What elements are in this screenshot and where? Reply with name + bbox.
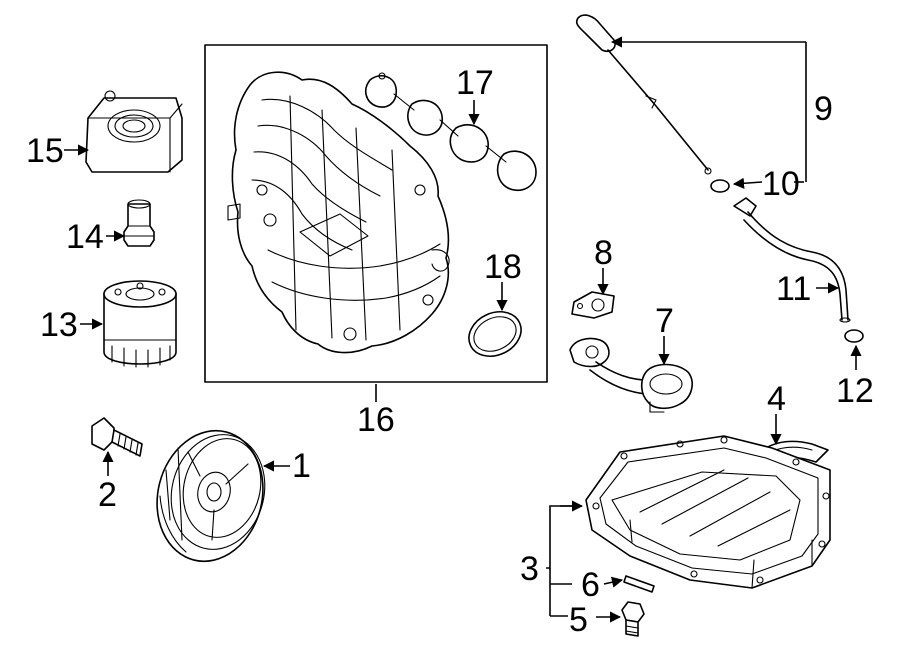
throttle-gasket-drawing: [468, 311, 522, 357]
callout-9: 9: [814, 90, 833, 128]
pickup-gasket-drawing: [571, 291, 615, 319]
intake-manifold-drawing: [227, 71, 450, 354]
callout-14: 14: [66, 218, 104, 256]
manifold-group-box: [204, 44, 548, 383]
dipstick-tube-drawing: [733, 197, 851, 323]
oil-cooler-drawing: [85, 90, 183, 173]
callout-3: 3: [520, 550, 539, 588]
callout-13: 13: [40, 306, 78, 344]
oil-filter-drawing: [103, 280, 177, 368]
callout-18: 18: [484, 248, 522, 286]
callout-5: 5: [569, 601, 588, 639]
crankshaft-pulley-drawing: [156, 429, 266, 563]
callout-1: 1: [292, 447, 311, 485]
callout-17: 17: [456, 64, 494, 102]
callout-4: 4: [767, 380, 786, 418]
callout-8: 8: [594, 234, 613, 272]
leader-lines: [64, 36, 862, 623]
drain-plug-drawing: [621, 601, 645, 637]
oil-dipstick-drawing: [575, 14, 712, 175]
o-ring-12-drawing: [844, 329, 864, 343]
o-ring-10-drawing: [710, 179, 730, 193]
filter-adapter-drawing: [123, 199, 155, 247]
callout-12: 12: [836, 372, 874, 410]
oil-pan-drawing: [585, 435, 831, 589]
callout-10: 10: [762, 165, 800, 203]
callout-6: 6: [581, 566, 600, 604]
callout-16: 16: [357, 401, 395, 439]
dowel-pin-drawing: [623, 575, 655, 593]
oil-pickup-tube-drawing: [569, 337, 693, 413]
callout-11: 11: [776, 270, 811, 308]
pulley-bolt-drawing: [91, 417, 143, 457]
callout-2: 2: [98, 476, 117, 514]
manifold-gasket-drawing: [364, 72, 537, 192]
callout-15: 15: [26, 132, 64, 170]
callout-7: 7: [655, 302, 674, 340]
